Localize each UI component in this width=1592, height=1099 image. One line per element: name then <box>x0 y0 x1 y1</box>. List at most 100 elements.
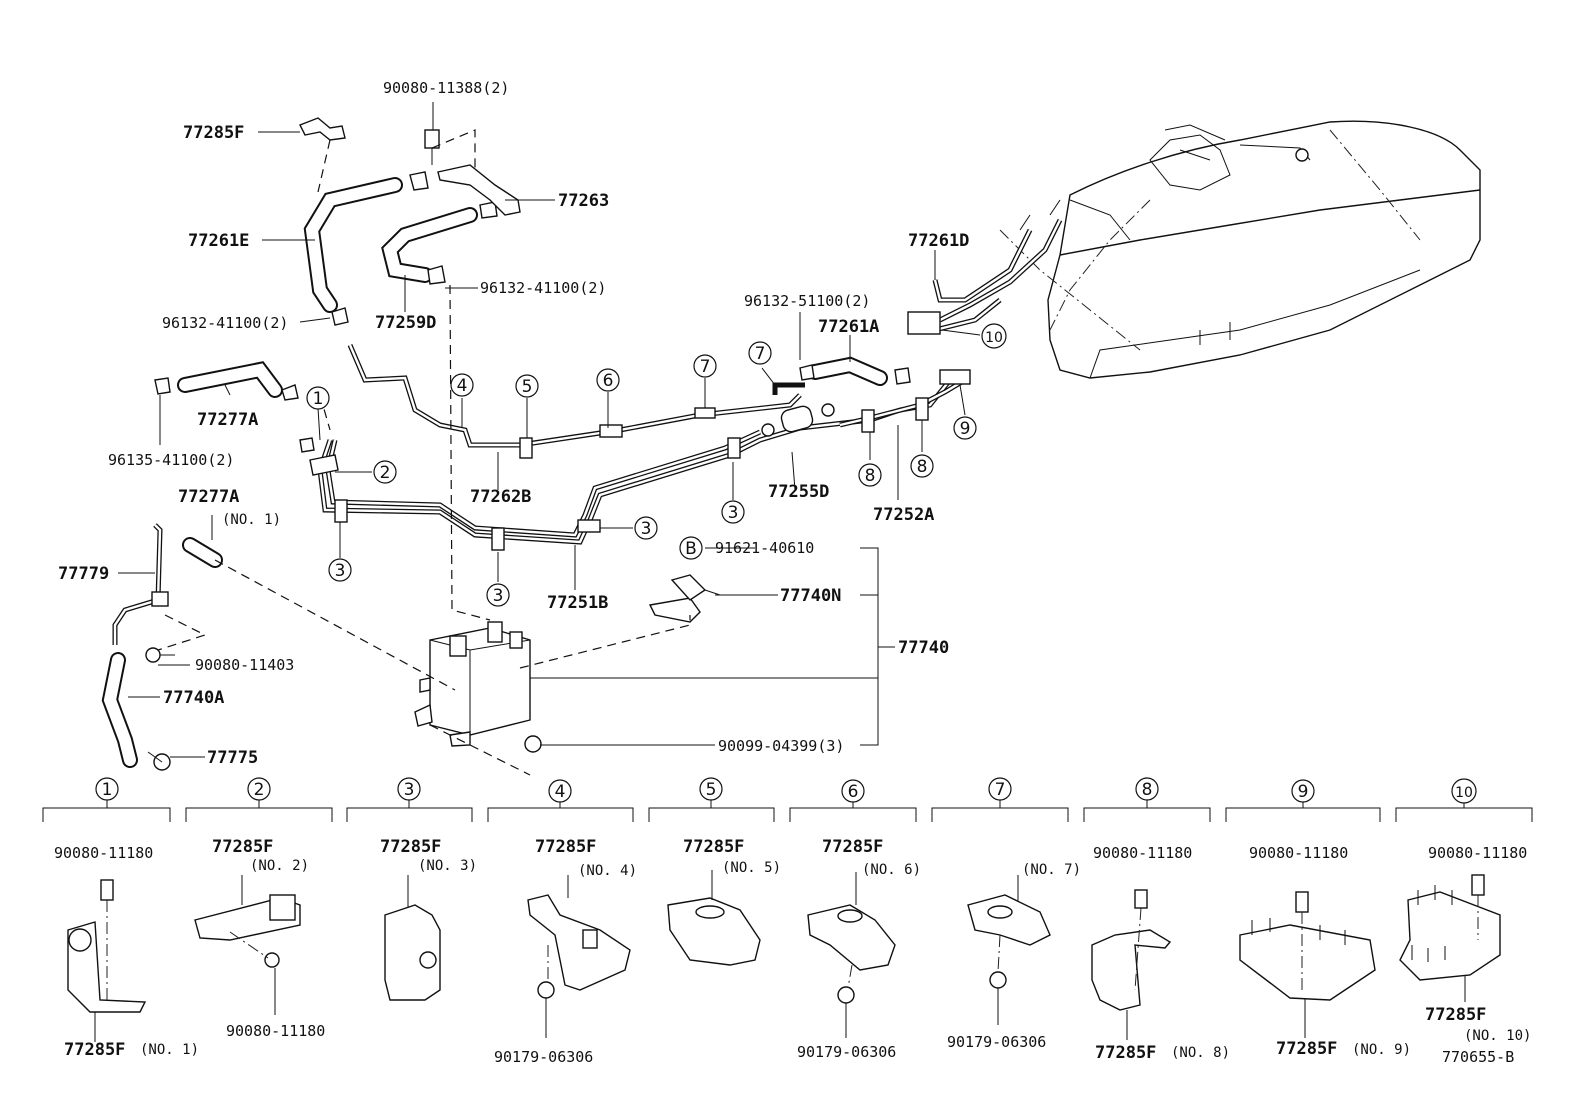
tank-tubes <box>932 199 1063 333</box>
svg-text:2: 2 <box>380 463 391 483</box>
detail-6-top-label: 77285F <box>822 837 883 857</box>
tube-77262B <box>347 344 805 448</box>
detail-9-bottom-label: 77285F <box>1276 1039 1337 1059</box>
detail-8-bottom-no: (NO. 8) <box>1171 1045 1230 1061</box>
detail-10-bottom-no: (NO. 10) <box>1464 1028 1531 1044</box>
detail-2-part <box>194 875 301 1015</box>
ref-3c: 3 <box>634 516 658 540</box>
detail-8-top-label: 90080-11180 <box>1093 844 1192 862</box>
svg-text:9: 9 <box>1298 782 1309 802</box>
detail-8-part <box>1091 889 1172 1040</box>
label-96132-41100-a: 96132-41100(2) <box>162 314 288 332</box>
detail-ref-4: 4 <box>548 779 572 803</box>
label-96132-51100: 96132-51100(2) <box>744 292 870 310</box>
label-91621-40610: 91621-40610 <box>715 539 814 557</box>
svg-text:4: 4 <box>555 782 566 802</box>
ref-3d: 3 <box>721 500 745 524</box>
label-77740A: 77740A <box>163 688 224 708</box>
detail-ref-6: 6 <box>841 779 865 803</box>
bracket-77263 <box>424 129 521 216</box>
detail-9-top-label: 90080-11180 <box>1249 844 1348 862</box>
detail-3-top-no: (NO. 3) <box>418 858 477 874</box>
detail-10-bottom-label: 77285F <box>1425 1005 1486 1025</box>
svg-text:7: 7 <box>995 780 1006 800</box>
label-77251B: 77251B <box>547 593 608 613</box>
ref-7b: 7 <box>748 341 772 365</box>
detail-10-top-label: 90080-11180 <box>1428 844 1527 862</box>
bracket-77740N <box>648 574 721 623</box>
svg-text:9: 9 <box>960 419 971 439</box>
ref-2: 2 <box>373 460 397 484</box>
svg-text:4: 4 <box>457 376 468 396</box>
ref-3b: 3 <box>486 583 510 607</box>
label-no1: (NO. 1) <box>222 512 281 528</box>
detail-4-top-label: 77285F <box>535 837 596 857</box>
svg-text:3: 3 <box>728 503 739 523</box>
svg-text:3: 3 <box>335 561 346 581</box>
detail-1-bottom-no: (NO. 1) <box>140 1042 199 1058</box>
detail-9-part <box>1239 891 1376 1038</box>
detail-ref-1: 1 <box>95 777 119 801</box>
detail-10-part <box>1399 874 1501 1002</box>
hose-77261A <box>807 356 888 386</box>
detail-ref-3: 3 <box>397 777 421 801</box>
svg-text:8: 8 <box>865 466 876 486</box>
label-77775: 77775 <box>207 748 258 768</box>
ref-3a: 3 <box>328 558 352 582</box>
tube-77779 <box>112 523 169 645</box>
charcoal-canister <box>414 621 531 747</box>
label-77263: 77263 <box>558 191 609 211</box>
svg-text:7: 7 <box>700 357 711 377</box>
ref-1: 1 <box>306 386 330 410</box>
detail-7-bottom-label: 90179-06306 <box>947 1033 1046 1051</box>
callout-labels: 90080-11388(2) 77285F 77263 77261E 96132… <box>58 79 969 768</box>
detail-6-top-no: (NO. 6) <box>862 862 921 878</box>
label-77262B: 77262B <box>470 487 531 507</box>
detail-ref-8: 8 <box>1135 777 1159 801</box>
label-90099-04399: 90099-04399(3) <box>718 737 844 755</box>
svg-text:6: 6 <box>848 782 859 802</box>
detail-ref-2: 2 <box>247 777 271 801</box>
label-77740N: 77740N <box>780 586 841 606</box>
detail-4-top-no: (NO. 4) <box>578 863 637 879</box>
label-77779: 77779 <box>58 564 109 584</box>
detail-8-bottom-label: 77285F <box>1095 1043 1156 1063</box>
detail-1-part <box>67 879 147 1042</box>
svg-text:6: 6 <box>603 371 614 391</box>
detail-6-bottom-label: 90179-06306 <box>797 1043 896 1061</box>
svg-text:10: 10 <box>1455 785 1473 801</box>
svg-text:5: 5 <box>706 780 717 800</box>
clips <box>154 117 911 476</box>
ref-7a: 7 <box>693 354 717 378</box>
ref-10: 10 <box>981 323 1007 349</box>
label-77255D: 77255D <box>768 482 829 502</box>
label-77252A: 77252A <box>873 505 934 525</box>
detail-ref-7: 7 <box>988 777 1012 801</box>
ref-9: 9 <box>953 416 977 440</box>
detail-1-bottom-label: 77285F <box>64 1040 125 1060</box>
detail-2-top-no: (NO. 2) <box>250 858 309 874</box>
ref-8a: 8 <box>858 463 882 487</box>
diagram-id: 770655-B <box>1442 1048 1514 1066</box>
detail-4-part <box>527 875 631 1038</box>
svg-text:8: 8 <box>1142 780 1153 800</box>
detail-6-part <box>807 872 896 1038</box>
bolts <box>145 647 542 771</box>
svg-text:10: 10 <box>985 330 1003 346</box>
ref-B: B <box>679 536 703 560</box>
label-77277A-a: 77277A <box>197 410 258 430</box>
detail-2-top-label: 77285F <box>212 837 273 857</box>
detail-2-bottom-label: 90080-11180 <box>226 1022 325 1040</box>
svg-text:7: 7 <box>755 344 766 364</box>
label-90080-11403: 90080-11403 <box>195 656 294 674</box>
detail-3-top-label: 77285F <box>380 837 441 857</box>
line-clamps <box>334 311 971 551</box>
svg-text:2: 2 <box>254 780 265 800</box>
fuel-filter <box>761 403 835 437</box>
detail-ref-9: 9 <box>1291 779 1315 803</box>
ref-8b: 8 <box>910 454 934 478</box>
ref-4: 4 <box>450 373 474 397</box>
fuel-tank <box>999 120 1481 379</box>
hose-77259D <box>381 207 478 283</box>
ref-5: 5 <box>515 374 539 398</box>
